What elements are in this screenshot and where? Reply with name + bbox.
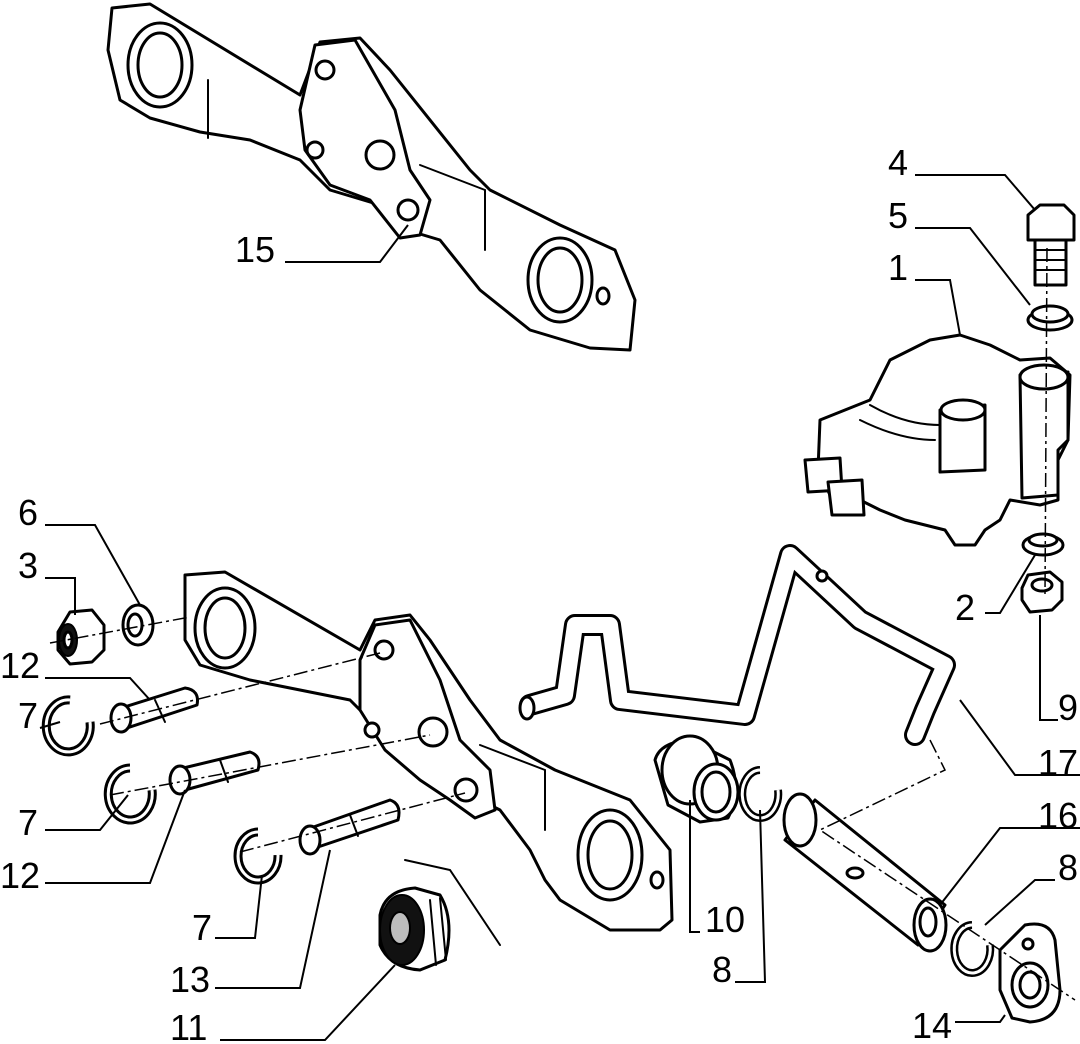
label-8-right: 8: [1058, 847, 1078, 888]
flange-plate: [998, 922, 1062, 1024]
pin-lower: [298, 798, 401, 856]
snap-ring-left: [738, 766, 783, 822]
bolt: [1026, 203, 1076, 287]
label-13: 13: [170, 959, 210, 1000]
label-16: 16: [1038, 795, 1078, 836]
label-4: 4: [888, 142, 908, 183]
lower-washer: [1021, 532, 1065, 557]
label-11: 11: [170, 1007, 207, 1044]
label-12-lower: 12: [0, 855, 40, 896]
label-1: 1: [888, 247, 908, 288]
pin-middle: [168, 750, 261, 796]
label-9: 9: [1058, 687, 1078, 728]
lower-nut: [1020, 570, 1064, 614]
bushing: [378, 886, 451, 972]
circlip-upper: [41, 695, 95, 757]
callout-labels: 15 4 5 1 2 9 17 16 8 14 10 8 6 3 12 7 7 …: [0, 142, 1078, 1044]
label-6: 6: [18, 492, 38, 533]
shaft: [782, 792, 948, 953]
sleeve: [653, 734, 740, 824]
label-7-middle: 7: [18, 802, 38, 843]
circlip-middle: [103, 763, 157, 825]
label-15: 15: [235, 229, 275, 270]
lever-bracket-exploded: [183, 570, 674, 946]
valve-body: [803, 333, 1072, 547]
pin-upper: [109, 686, 199, 734]
label-5: 5: [888, 195, 908, 236]
circlip-lower: [233, 827, 283, 885]
assembly-axes: [49, 247, 1076, 1001]
upper-washer: [1026, 304, 1074, 332]
lever-bracket-assembly: [106, 2, 637, 352]
label-12-upper: 12: [0, 645, 40, 686]
label-8-middle: 8: [712, 949, 732, 990]
label-14: 14: [912, 1005, 952, 1044]
leader-lines: [39, 174, 1080, 1041]
label-7-lower: 7: [192, 907, 212, 948]
label-2: 2: [955, 587, 975, 628]
label-7-upper: 7: [18, 695, 38, 736]
bent-tube: [518, 544, 956, 746]
snap-ring-right: [950, 921, 995, 977]
label-3: 3: [18, 545, 38, 586]
label-10: 10: [705, 899, 745, 940]
label-17: 17: [1038, 742, 1078, 783]
washer: [121, 603, 155, 647]
